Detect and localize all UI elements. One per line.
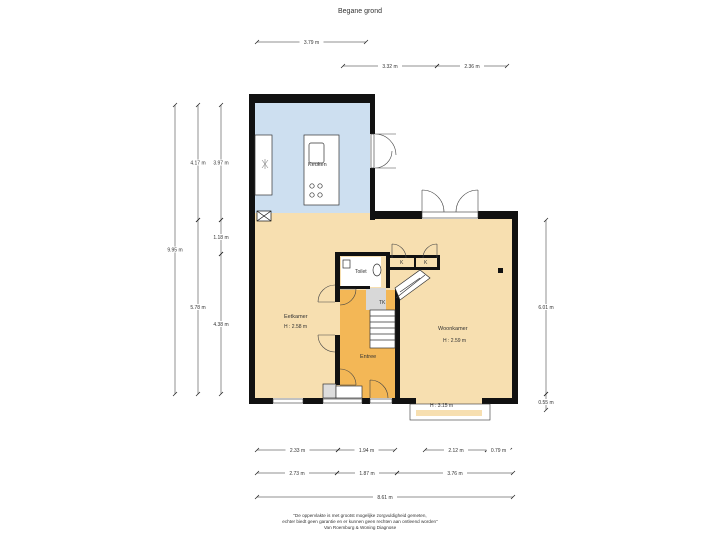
dim-top-1: 3.79 m (304, 40, 319, 46)
dim-bottom-2a: 2.73 m (289, 471, 304, 477)
dim-bottom-1b: 1.94 m (359, 448, 374, 454)
disclaimer-line-1: "De oppervlakte is met grootst mogelijke… (293, 513, 427, 518)
dim-left-inner-top: 3.97 m (213, 160, 228, 166)
windows (272, 133, 491, 421)
dim-left-outer: 9.95 m (167, 247, 182, 253)
page-title: Begane grond (338, 8, 382, 15)
dim-left-mid-top: 4.17 m (190, 160, 205, 166)
closet-label-2: K (424, 260, 428, 266)
disclaimer-line-2: echter biedt geen garantie en er kunnen … (282, 519, 438, 524)
dimension-lines: 3.79 m 3.32 m 2.36 m 9.95 m 4.17 m 5.78 m 3.97… (163, 39, 558, 501)
room-label-tk: TK (379, 300, 386, 306)
dim-bottom-1a: 2.33 m (290, 448, 305, 454)
dim-bottom-1d: 0.79 m (491, 448, 506, 454)
room-label-eetkamer: Eetkamer (284, 314, 308, 320)
dim-left-mid-bottom: 5.78 m (190, 305, 205, 311)
room-height-eetkamer: H : 2.58 m (284, 324, 307, 330)
dim-top-2a: 3.32 m (382, 64, 397, 70)
staircase (369, 269, 431, 349)
dim-bottom-2b: 1.87 m (359, 471, 374, 477)
fan-icon (261, 159, 269, 169)
dim-right-small: 0.55 m (538, 400, 553, 406)
dim-bottom-1c: 2.12 m (448, 448, 463, 454)
dim-right-main: 6.01 m (538, 305, 553, 311)
disclaimer: "De oppervlakte is met grootst mogelijke… (160, 513, 560, 531)
room-label-keuken: Keuken (308, 162, 327, 168)
doors (317, 133, 479, 399)
kitchen-fixtures (254, 134, 340, 222)
closet-label-1: K (400, 260, 404, 266)
disclaimer-line-3: Van Roemburg & Woning Diagnose (323, 525, 397, 530)
tk-area (366, 288, 386, 310)
room-height-woonkamer: H : 2.59 m (443, 338, 466, 344)
dim-top-2b: 2.36 m (464, 64, 479, 70)
entree-storage (322, 383, 363, 399)
dim-left-inner-bottom: 4.38 m (213, 322, 228, 328)
toilet-fixtures (342, 259, 382, 277)
outer-walls (249, 94, 518, 404)
room-label-woonkamer: Woonkamer (438, 326, 468, 332)
dim-left-inner-mid: 1.18 m (213, 235, 228, 241)
dim-bottom-2c: 3.76 m (447, 471, 462, 477)
dim-bottom-3: 8.61 m (377, 495, 392, 501)
room-label-entree: Entree (360, 354, 376, 360)
interior-walls (335, 252, 503, 398)
room-label-toilet: Toilet (355, 269, 367, 275)
room-height-bay: H : 3.15 m (430, 403, 453, 409)
